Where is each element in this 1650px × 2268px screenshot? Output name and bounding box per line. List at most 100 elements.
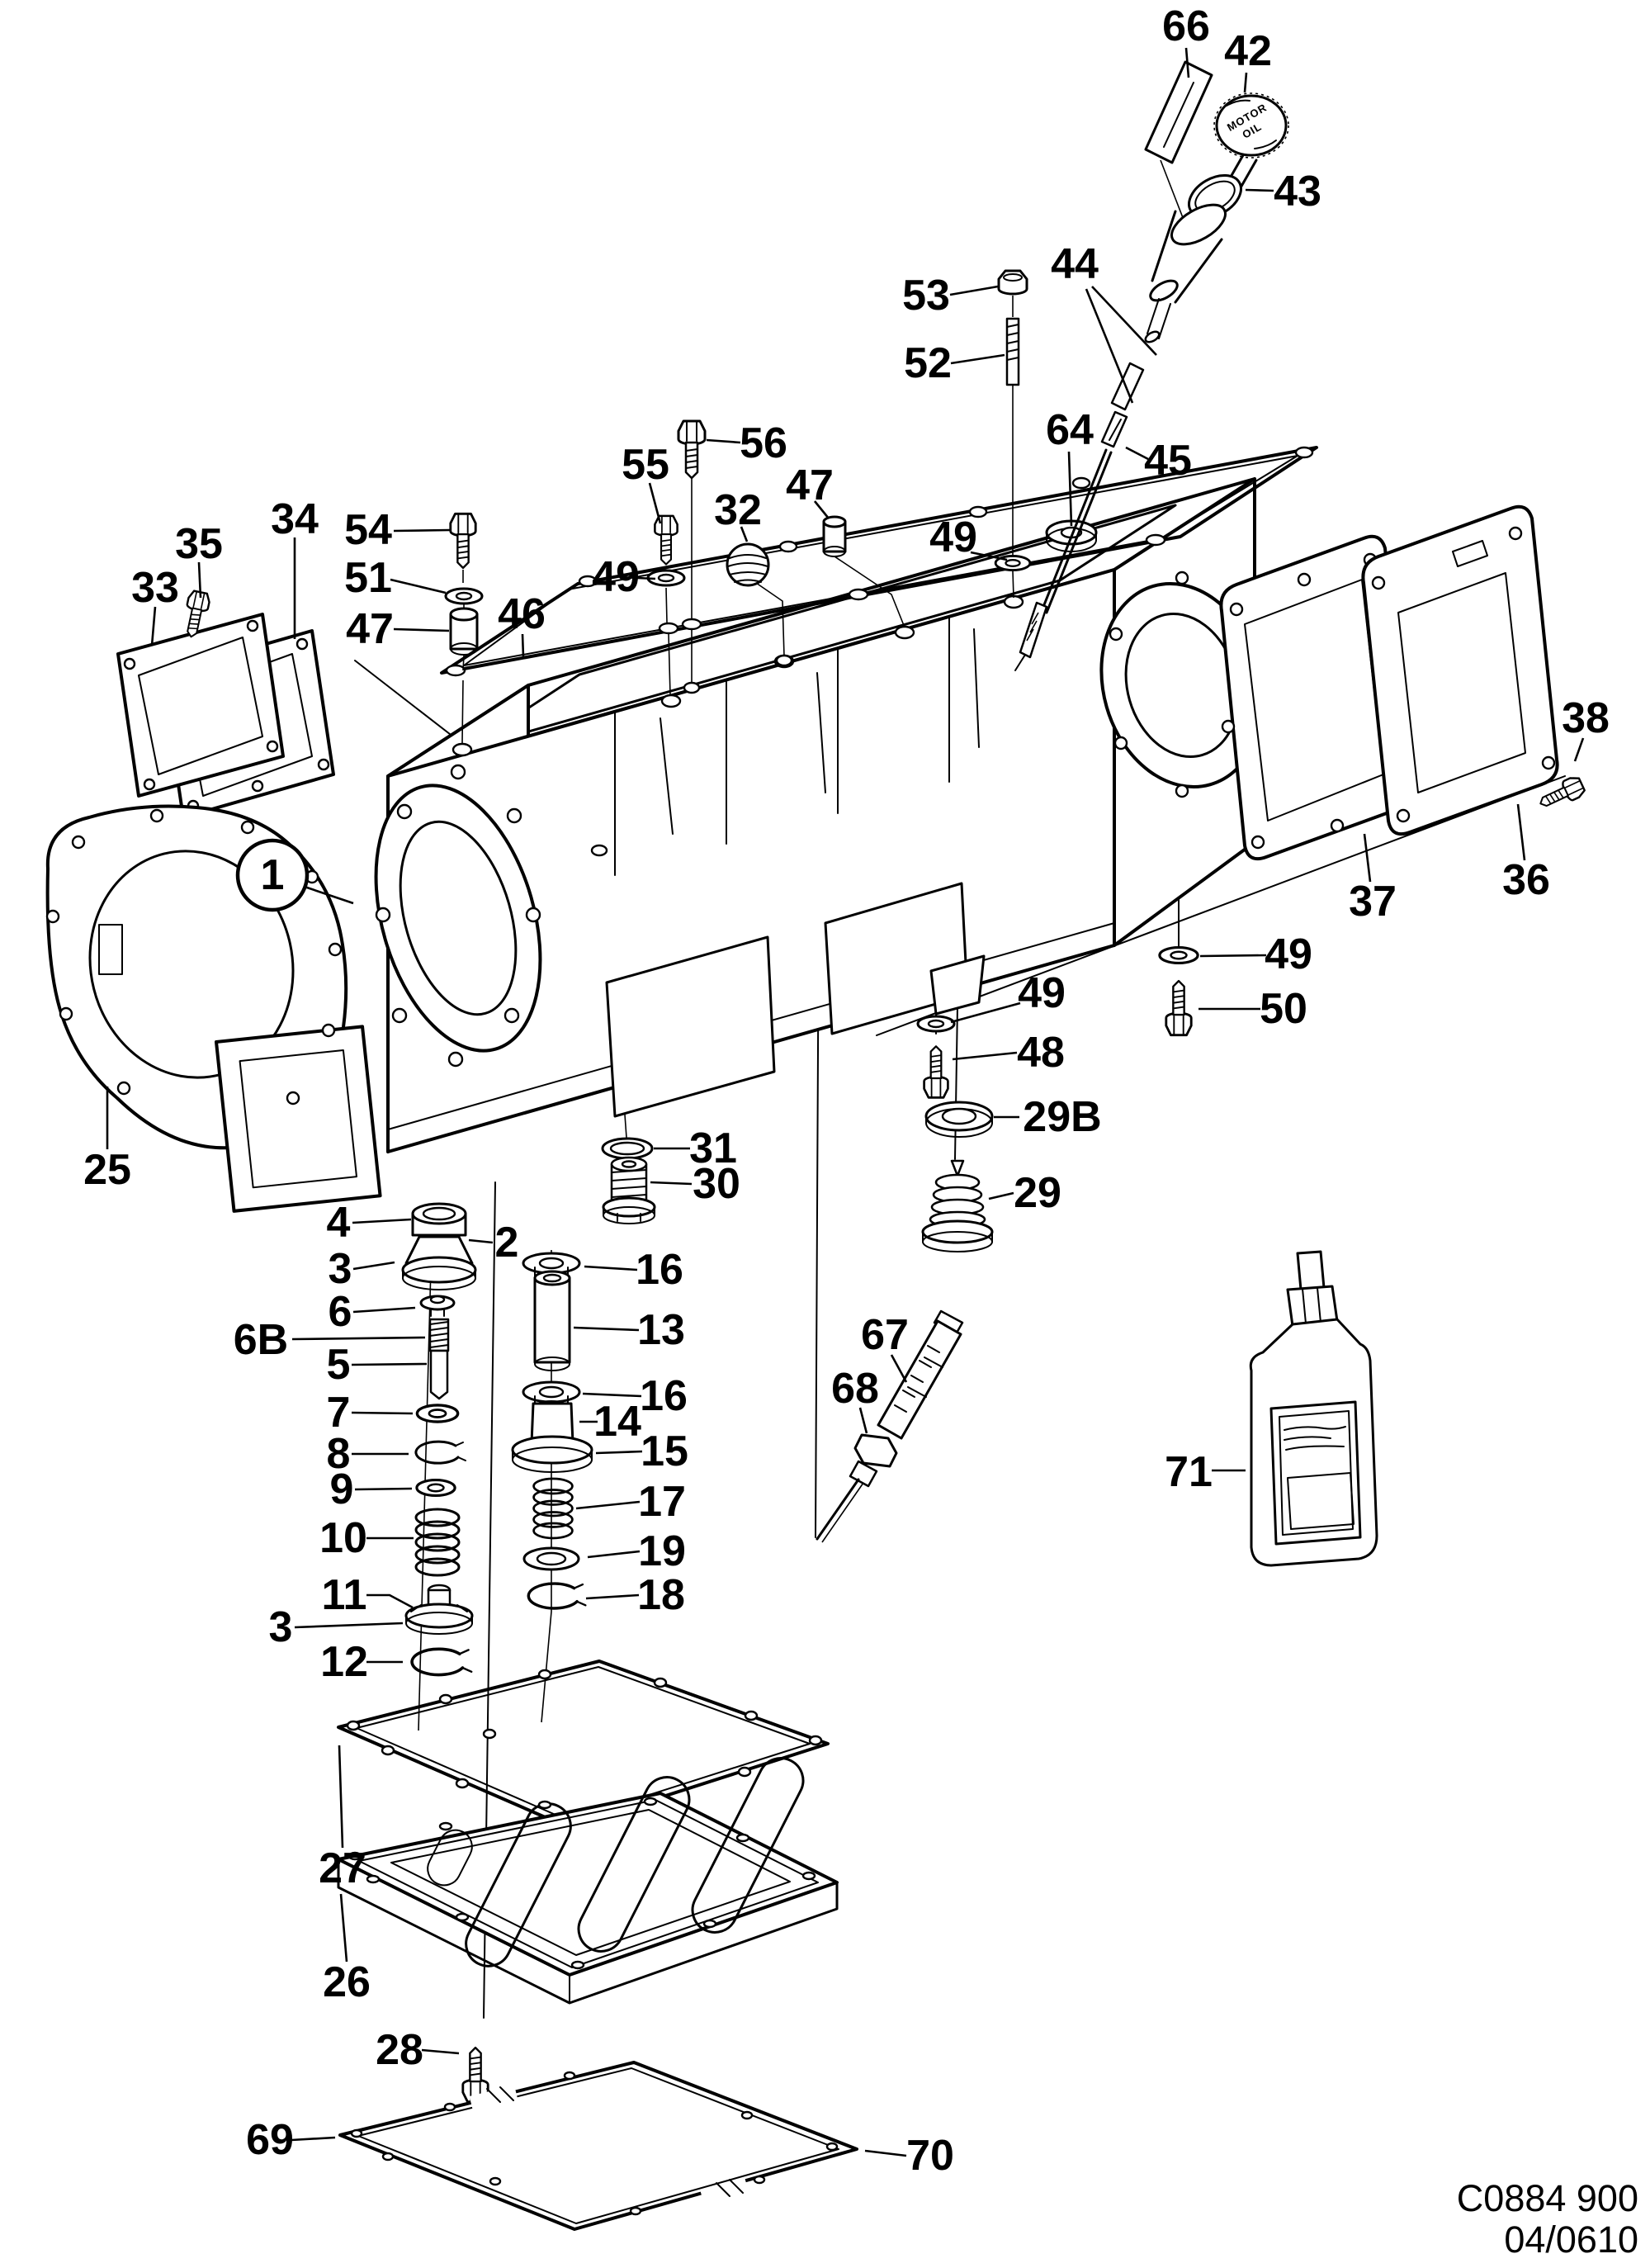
leader-line bbox=[393, 528, 451, 533]
part-split-gasket-69-70 bbox=[338, 2061, 858, 2231]
callout-47: 47 bbox=[786, 462, 834, 519]
leader-line bbox=[864, 2149, 907, 2157]
callout-26: 26 bbox=[323, 1893, 371, 2006]
callout-12: 12 bbox=[320, 1638, 403, 1686]
callout-49: 49 bbox=[929, 514, 1008, 561]
callout-text-29: 29 bbox=[1014, 1169, 1061, 1217]
part-stud-52-group bbox=[994, 269, 1032, 599]
callout-text-9: 9 bbox=[330, 1465, 354, 1513]
leader-line bbox=[648, 482, 662, 524]
part-dipstick-blade bbox=[1014, 448, 1113, 671]
leader-line bbox=[584, 1265, 638, 1271]
part-fitting-68 bbox=[853, 1433, 898, 1468]
part-drain-plug-29 bbox=[921, 1159, 994, 1252]
callout-text-36: 36 bbox=[1502, 856, 1550, 904]
leader-line bbox=[949, 285, 999, 296]
callout-text-18: 18 bbox=[637, 1571, 685, 1619]
callout-4: 4 bbox=[327, 1199, 412, 1247]
part-pin-5 bbox=[429, 1349, 449, 1400]
leader-line bbox=[291, 2136, 336, 2142]
callout-text-49-2: 49 bbox=[592, 553, 640, 601]
callout-text-33: 33 bbox=[131, 564, 179, 612]
callout-54: 54 bbox=[344, 506, 451, 554]
leader-line bbox=[197, 561, 202, 599]
callout-text-2: 2 bbox=[495, 1219, 519, 1267]
drawing-number: C0884 900 bbox=[1457, 2177, 1638, 2219]
callout-text-3: 3 bbox=[329, 1245, 352, 1293]
part-spacer-47b bbox=[822, 515, 905, 628]
callout-29b: 29B bbox=[994, 1093, 1102, 1141]
callout-text-55: 55 bbox=[622, 441, 669, 489]
callout-15: 15 bbox=[595, 1428, 688, 1475]
callout-50: 50 bbox=[1198, 985, 1307, 1033]
part-detent-column-2 bbox=[511, 1252, 593, 1610]
callout-25: 25 bbox=[83, 1087, 131, 1194]
part-detent-column-1 bbox=[401, 1202, 477, 1677]
leader-line bbox=[291, 1336, 426, 1341]
part-handle-66 bbox=[1144, 60, 1213, 164]
callout-32: 32 bbox=[714, 486, 762, 542]
callout-36: 36 bbox=[1502, 803, 1550, 904]
callout-text-43: 43 bbox=[1274, 168, 1321, 215]
part-nut-53 bbox=[997, 269, 1028, 296]
callout-text-45: 45 bbox=[1144, 437, 1192, 485]
callout-text-38: 38 bbox=[1562, 694, 1610, 742]
leader-line bbox=[636, 576, 656, 580]
callout-text-71: 71 bbox=[1165, 1448, 1213, 1496]
callout-text-44: 44 bbox=[1051, 240, 1099, 288]
callout-text-5: 5 bbox=[327, 1341, 351, 1389]
callout-56: 56 bbox=[706, 419, 787, 467]
callout-text-51: 51 bbox=[344, 554, 392, 602]
callout-31: 31 bbox=[654, 1125, 737, 1172]
callout-text-52: 52 bbox=[904, 339, 952, 387]
callout-14: 14 bbox=[579, 1398, 641, 1446]
callout-3: 3 bbox=[329, 1245, 395, 1293]
part-transmission-case bbox=[374, 477, 1265, 1153]
callout-text-17: 17 bbox=[638, 1478, 686, 1526]
part-washer-9 bbox=[415, 1478, 456, 1498]
callout-text-3-2: 3 bbox=[269, 1603, 293, 1651]
leader-line bbox=[595, 1450, 643, 1455]
callout-18: 18 bbox=[585, 1571, 685, 1619]
leader-line bbox=[706, 438, 741, 444]
callout-text-37: 37 bbox=[1349, 878, 1397, 926]
callout-text-64: 64 bbox=[1046, 406, 1094, 454]
callout-text-67: 67 bbox=[861, 1311, 909, 1359]
leader-line bbox=[521, 633, 525, 658]
part-cover-33 bbox=[116, 613, 285, 798]
leader-line bbox=[1085, 288, 1134, 404]
part-washer-19 bbox=[522, 1546, 580, 1571]
callout-46: 46 bbox=[498, 590, 546, 658]
part-bolt-50 bbox=[1165, 979, 1193, 1037]
callout-9: 9 bbox=[330, 1465, 413, 1513]
part-ball-plug-32 bbox=[726, 542, 793, 667]
leader-line bbox=[421, 2048, 460, 2055]
callout-text-48: 48 bbox=[1017, 1029, 1065, 1077]
callout-13: 13 bbox=[573, 1306, 685, 1354]
callout-text-1: 1 bbox=[261, 851, 285, 899]
callout-text-30: 30 bbox=[693, 1160, 740, 1208]
leader-line bbox=[1199, 954, 1267, 958]
callout-text-12: 12 bbox=[320, 1638, 368, 1686]
leader-line bbox=[970, 551, 1008, 561]
leader-line bbox=[650, 1181, 693, 1186]
callout-69: 69 bbox=[246, 2116, 336, 2164]
part-ring-31 bbox=[601, 1114, 654, 1160]
callout-text-53: 53 bbox=[902, 272, 950, 320]
callout-text-47-2: 47 bbox=[346, 605, 394, 653]
leader-line bbox=[813, 500, 830, 519]
part-pin-6 bbox=[419, 1295, 456, 1317]
callout-text-6: 6 bbox=[329, 1288, 352, 1336]
leader-line bbox=[352, 1218, 412, 1224]
callout-text-4: 4 bbox=[327, 1199, 351, 1247]
callout-text-16: 16 bbox=[636, 1246, 683, 1294]
callout-10: 10 bbox=[319, 1514, 414, 1562]
callout-text-32: 32 bbox=[714, 486, 762, 534]
callout-55: 55 bbox=[622, 441, 669, 524]
callout-51: 51 bbox=[344, 554, 447, 602]
callout-3-2: 3 bbox=[269, 1603, 404, 1651]
callout-19: 19 bbox=[587, 1527, 686, 1575]
callout-17: 17 bbox=[575, 1478, 686, 1526]
